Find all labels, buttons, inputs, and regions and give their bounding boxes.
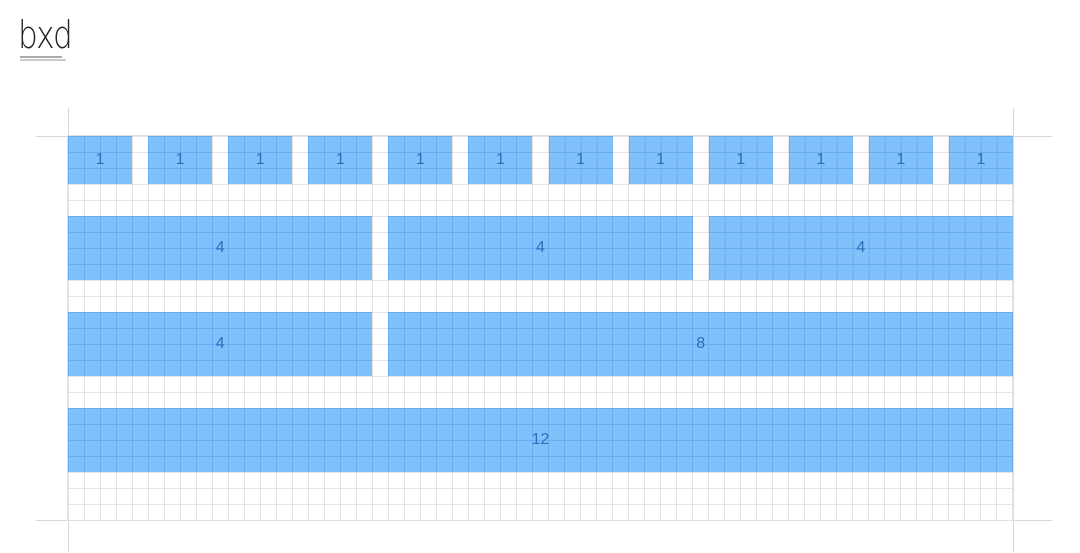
grid-column-span-1: 1 (388, 136, 453, 184)
column-span-label: 1 (335, 151, 345, 168)
column-span-label: 1 (415, 151, 425, 168)
grid-column-span-1: 1 (228, 136, 293, 184)
logo-mark: bxd (18, 13, 73, 57)
grid-column-span-1: 1 (68, 136, 133, 184)
bxd-logo: bxd (18, 13, 80, 64)
column-span-label: 1 (896, 151, 906, 168)
grid-column-span-1: 1 (948, 136, 1013, 184)
guide-line-bottom (36, 520, 1052, 521)
grid-column-span-1: 1 (628, 136, 693, 184)
column-span-label: 4 (536, 239, 545, 256)
grid-column-span-12: 12 (68, 408, 1013, 472)
grid-column-span-1: 1 (468, 136, 533, 184)
grid-column-span-4: 4 (388, 216, 693, 280)
grid-column-span-1: 1 (548, 136, 613, 184)
logo-subtitle (20, 56, 80, 62)
grid-canvas: 1 1 1 1 1 1 1 1 1 1 1 1 4 4 4 4 8 12 (67, 135, 1014, 521)
column-span-label: 12 (531, 431, 550, 448)
column-span-label: 4 (215, 239, 225, 256)
column-span-label: 1 (95, 151, 105, 168)
column-span-label: 8 (696, 335, 706, 352)
column-span-label: 1 (976, 151, 986, 168)
column-span-label: 4 (856, 239, 866, 256)
column-span-label: 4 (215, 335, 225, 352)
column-span-label: 1 (175, 151, 185, 168)
grid-column-span-4: 4 (68, 312, 373, 376)
grid-column-span-1: 1 (868, 136, 933, 184)
column-span-label: 1 (576, 151, 585, 168)
grid-column-span-4: 4 (708, 216, 1013, 280)
grid-column-span-1: 1 (708, 136, 773, 184)
column-span-label: 1 (736, 151, 746, 168)
column-span-label: 1 (656, 151, 666, 168)
grid-column-span-8: 8 (388, 312, 1013, 376)
grid-column-span-4: 4 (68, 216, 373, 280)
column-span-label: 1 (495, 151, 505, 168)
column-span-label: 1 (816, 151, 826, 168)
column-span-label: 1 (255, 151, 265, 168)
grid-column-span-1: 1 (308, 136, 373, 184)
grid-column-span-1: 1 (148, 136, 213, 184)
grid-column-span-1: 1 (788, 136, 853, 184)
guide-line-right (1013, 108, 1014, 552)
